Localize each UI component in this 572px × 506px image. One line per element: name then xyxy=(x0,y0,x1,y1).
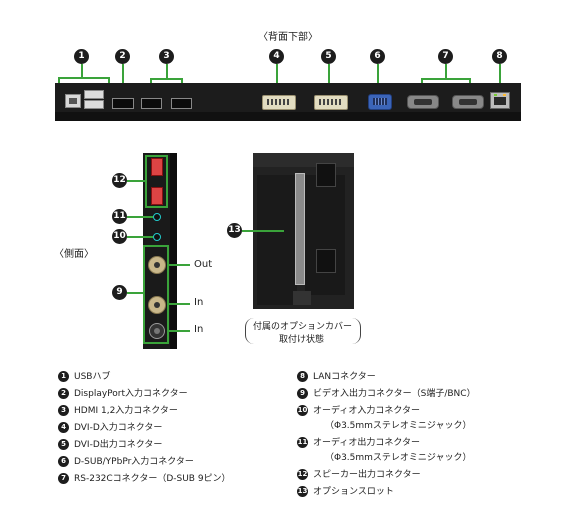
audio-in-jack xyxy=(153,233,161,241)
usb-port-top xyxy=(84,90,104,99)
callout-11: 11 xyxy=(112,209,127,224)
bnc-in-connector xyxy=(148,296,166,314)
label-in-svideo: In xyxy=(194,324,204,335)
rs232c-connector-2 xyxy=(452,95,484,109)
speaker-terminal-2 xyxy=(151,187,163,205)
dvi-d-out-connector xyxy=(314,95,348,110)
rear-title: 〈背面下部〉 xyxy=(258,32,318,43)
caption-left-paren xyxy=(245,318,254,344)
hdmi-1-connector xyxy=(141,98,162,109)
dvi-d-in-connector xyxy=(262,95,296,110)
option-slot-photo xyxy=(253,153,354,309)
callout-7: 7 xyxy=(438,49,453,64)
d-sub-connector xyxy=(368,94,392,110)
hdmi-2-connector xyxy=(171,98,192,109)
callout-2: 2 xyxy=(115,49,130,64)
callout-12: 12 xyxy=(112,173,127,188)
callout-3: 3 xyxy=(159,49,174,64)
callout-9: 9 xyxy=(112,285,127,300)
bnc-out-connector xyxy=(148,256,166,274)
label-in-bnc: In xyxy=(194,297,204,308)
callout-4: 4 xyxy=(269,49,284,64)
side-panel-edge xyxy=(170,153,177,349)
label-out: Out xyxy=(194,259,213,270)
displayport-connector xyxy=(112,98,134,109)
callout-8: 8 xyxy=(492,49,507,64)
caption-right-paren xyxy=(352,318,361,344)
callout-1: 1 xyxy=(74,49,89,64)
usb-port-bottom xyxy=(84,100,104,109)
callout-5: 5 xyxy=(321,49,336,64)
callout-6: 6 xyxy=(370,49,385,64)
speaker-terminal-1 xyxy=(151,158,163,176)
side-title: 〈側面〉 xyxy=(54,249,94,260)
s-video-connector xyxy=(149,323,165,339)
usb-upstream-port xyxy=(65,94,81,108)
rs232c-connector-1 xyxy=(407,95,439,109)
audio-out-jack xyxy=(153,213,161,221)
callout-10: 10 xyxy=(112,229,127,244)
callout-13: 13 xyxy=(227,223,242,238)
lan-connector xyxy=(490,92,510,109)
caption-line2: 取付け状態 xyxy=(279,335,325,345)
rear-panel-bottom-edge xyxy=(55,112,521,121)
caption-line1: 付属のオプションカバー xyxy=(253,322,353,332)
